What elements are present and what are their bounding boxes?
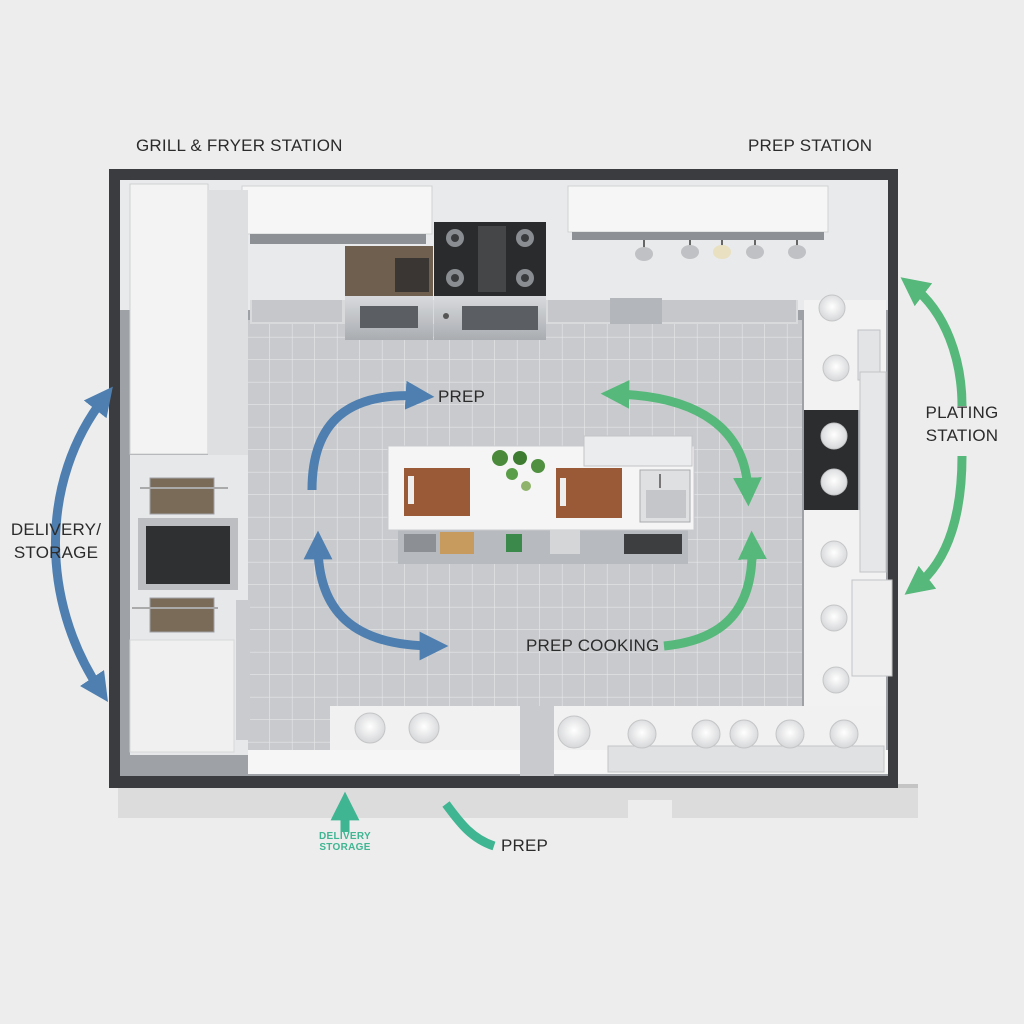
heat-lamp-icon (635, 240, 806, 261)
plating-station-label-line2: STATION (925, 426, 999, 445)
herb-pot-icon (492, 450, 545, 491)
prep-hood (567, 185, 829, 261)
oven-icon (138, 518, 238, 590)
prep-exit-arrow (442, 801, 496, 851)
prep-cooking-label: PREP COOKING (526, 636, 660, 655)
sink-icon (639, 469, 691, 523)
prep-label-bottom: PREP (501, 836, 549, 855)
prep-label-top: PREP (438, 387, 486, 406)
cutting-board-icon (404, 468, 622, 518)
flow-arrows (51, 277, 967, 851)
prep-flow-arrow-top (307, 380, 435, 491)
delivery-storage-label-line2: STORAGE (13, 543, 99, 562)
range-burner-icon (446, 229, 534, 287)
green-flow-arrow-bottom (663, 530, 767, 651)
entrance-label-line1: DELIVERY (318, 831, 372, 842)
fryer-station (129, 455, 250, 755)
fryer-icon (140, 477, 228, 515)
plating-station-label-line1: PLATING (925, 403, 999, 422)
storage-cabinet (129, 183, 248, 460)
prep-flow-arrow-bottom (303, 530, 449, 661)
green-flow-arrow-top (600, 379, 762, 507)
building-slab (118, 784, 918, 818)
plating-flow-arrow-top (900, 277, 967, 407)
prep-station-label: PREP STATION (748, 136, 873, 155)
grill-hood (241, 185, 433, 244)
plate-icon (354, 294, 859, 749)
delivery-flow-arrow (51, 386, 113, 702)
griddle (345, 246, 433, 340)
fryer-icon (132, 597, 218, 633)
plating-flow-arrow-bottom (904, 455, 967, 595)
delivery-storage-label-line1: DELIVERY/ (10, 520, 102, 539)
grill-fryer-station-label: GRILL & FRYER STATION (136, 136, 343, 155)
entrance-label-line2: STORAGE (319, 842, 371, 853)
prep-island (387, 435, 695, 564)
plating-counter (804, 300, 893, 710)
range-stove (434, 222, 546, 340)
